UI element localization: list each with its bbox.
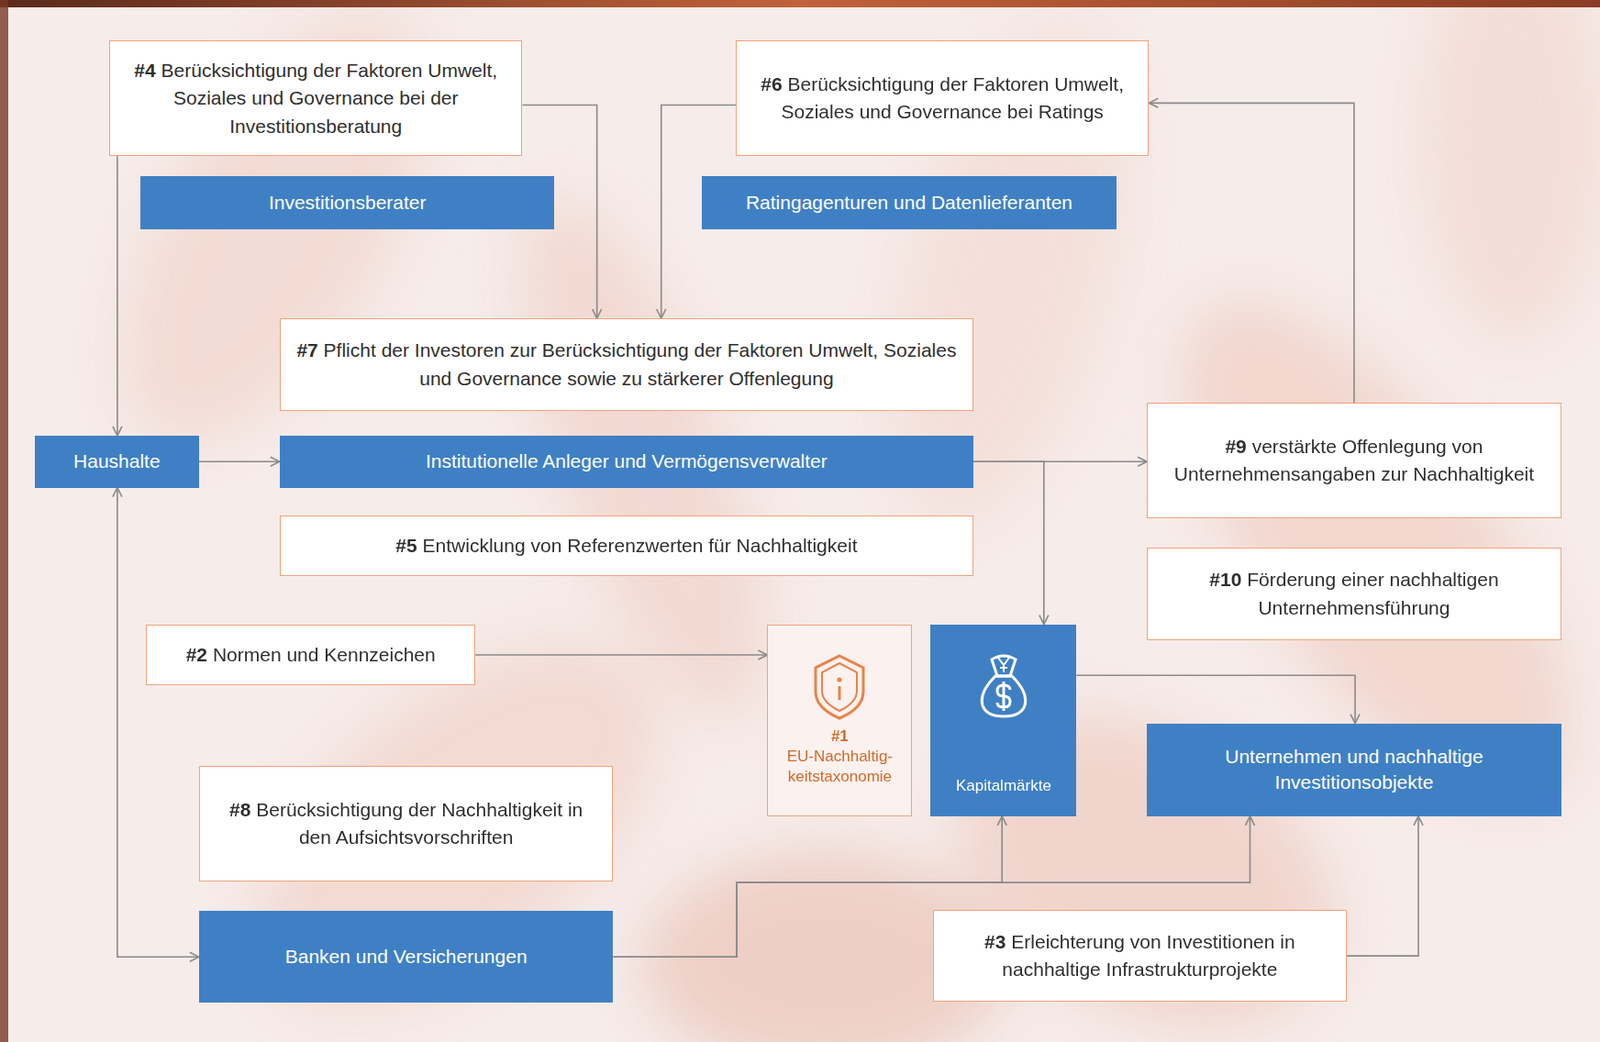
actor-box: Unternehmen und nachhaltige Investitions… <box>1146 723 1562 817</box>
box-label: Erleichterung von Investitionen in nachh… <box>1001 931 1295 980</box>
text-block: #10Förderung einer nachhaltigen Unterneh… <box>1162 566 1546 623</box>
measure-box: #9verstärkte Offenlegung von Unternehmen… <box>1146 402 1562 519</box>
shield-inner <box>822 663 857 712</box>
text-block: Kapitalmärkte <box>955 776 1052 797</box>
measure-box: #5Entwicklung von Referenzwerten für Nac… <box>279 515 974 578</box>
callout-number: #1 <box>771 726 908 747</box>
box-label: Investitionsberater <box>268 191 427 213</box>
text-block: #2Normen und Kennzeichen <box>186 641 436 669</box>
yen-sign <box>998 657 1010 673</box>
box-label: Institutionelle Anleger und Vermögensver… <box>425 450 828 472</box>
shield-outline <box>815 655 864 719</box>
box-label: Pflicht der Investoren zur Berücksichtig… <box>323 339 957 389</box>
measure-box: #6Berücksichtigung der Faktoren Umwelt, … <box>735 40 1149 156</box>
box-label: Entwicklung von Referenzwerten für Nachh… <box>422 534 858 556</box>
flow-connector <box>199 460 280 463</box>
callout-number: #3 <box>984 931 1006 953</box>
actor-box: Investitionsberater <box>140 176 554 230</box>
actor-box: Haushalte <box>34 435 200 489</box>
dollar-sign <box>997 681 1011 712</box>
text-block: #4Berücksichtigung der Faktoren Umwelt, … <box>124 56 507 141</box>
box-label: Berücksichtigung der Nachhaltigkeit in d… <box>255 799 583 848</box>
text-block: #7Pflicht der Investoren zur Berücksicht… <box>295 336 958 393</box>
text-block: #1EU-Nachhaltig- keitstaxonomie <box>771 721 908 788</box>
text-block: #3Erleichterung von Investitionen in nac… <box>948 928 1333 985</box>
callout-number: #10 <box>1209 568 1242 590</box>
text-block: Investitionsberater <box>268 189 427 216</box>
box-label: Förderung einer nachhaltigen Unternehmen… <box>1246 568 1499 618</box>
measure-box: #8Berücksichtigung der Nachhaltigkeit in… <box>199 766 614 882</box>
flow-connector <box>973 461 1045 624</box>
box-label: Ratingagenturen und Datenlieferanten <box>745 191 1073 213</box>
bag-knot <box>991 655 1016 677</box>
actor-box: Institutionelle Anleger und Vermögensver… <box>279 435 974 489</box>
photo-edge <box>0 0 1600 8</box>
text-block: #5Entwicklung von Referenzwerten für Nac… <box>395 532 857 560</box>
actor-box: Ratingagenturen und Datenlieferanten <box>701 176 1117 230</box>
photo-edge <box>0 0 9 1042</box>
callout-number: #4 <box>133 59 156 81</box>
text-block: Unternehmen und nachhaltige Investitions… <box>1159 744 1549 797</box>
anemone-blur <box>60 0 1600 1042</box>
measure-box: #3Erleichterung von Investitionen in nac… <box>933 910 1348 1002</box>
flow-connector <box>117 488 200 958</box>
text-block: Banken und Versicherungen <box>285 944 528 970</box>
flow-connector <box>1346 816 1419 956</box>
box-label: EU-Nachhaltig- keitstaxonomie <box>771 746 908 788</box>
text-block: Institutionelle Anleger und Vermögensver… <box>425 448 828 475</box>
actor-box: Banken und Versicherungen <box>199 911 614 1003</box>
callout-number: #9 <box>1224 435 1246 457</box>
callout-number: #5 <box>395 534 417 556</box>
box-label: Berücksichtigung der Faktoren Umwelt, So… <box>161 59 499 137</box>
measure-box: #2Normen und Kennzeichen <box>145 624 476 687</box>
text-block: Ratingagenturen und Datenlieferanten <box>745 189 1073 216</box>
info-dot <box>837 677 843 682</box>
flow-connector <box>116 155 119 436</box>
text-block: #8Berücksichtigung der Nachhaltigkeit in… <box>214 796 599 853</box>
market-box: Kapitalmärkte <box>930 624 1077 817</box>
callout-number: #7 <box>296 339 318 361</box>
box-label: Banken und Versicherungen <box>285 945 528 967</box>
measure-box: #4Berücksichtigung der Faktoren Umwelt, … <box>109 40 523 156</box>
text-block: #9verstärkte Offenlegung von Unternehmen… <box>1162 433 1546 489</box>
callout-number: #6 <box>760 73 782 95</box>
measure-box: #10Förderung einer nachhaltigen Unterneh… <box>1146 547 1562 641</box>
flow-connector <box>475 654 767 656</box>
callout-number: #8 <box>229 799 251 821</box>
box-label: Unternehmen und nachhaltige Investitions… <box>1224 745 1483 793</box>
flow-connector <box>1076 675 1356 723</box>
text-block: #6Berücksichtigung der Faktoren Umwelt, … <box>751 70 1134 127</box>
money-bag-icon <box>973 648 1034 721</box>
shield-icon <box>811 653 868 722</box>
box-label: Berücksichtigung der Faktoren Umwelt, So… <box>780 73 1124 123</box>
box-label: Normen und Kennzeichen <box>212 644 436 666</box>
callout-number: #2 <box>186 644 208 666</box>
flow-connector <box>1148 102 1355 403</box>
taxonomy-box: #1EU-Nachhaltig- keitstaxonomie <box>766 624 912 817</box>
info-stem <box>838 686 842 700</box>
box-label: Kapitalmärkte <box>955 777 1052 795</box>
text-block: Haushalte <box>73 448 161 475</box>
box-label: Haushalte <box>73 450 161 472</box>
bag-outline <box>981 676 1025 717</box>
measure-box: #7Pflicht der Investoren zur Berücksicht… <box>279 318 974 412</box>
